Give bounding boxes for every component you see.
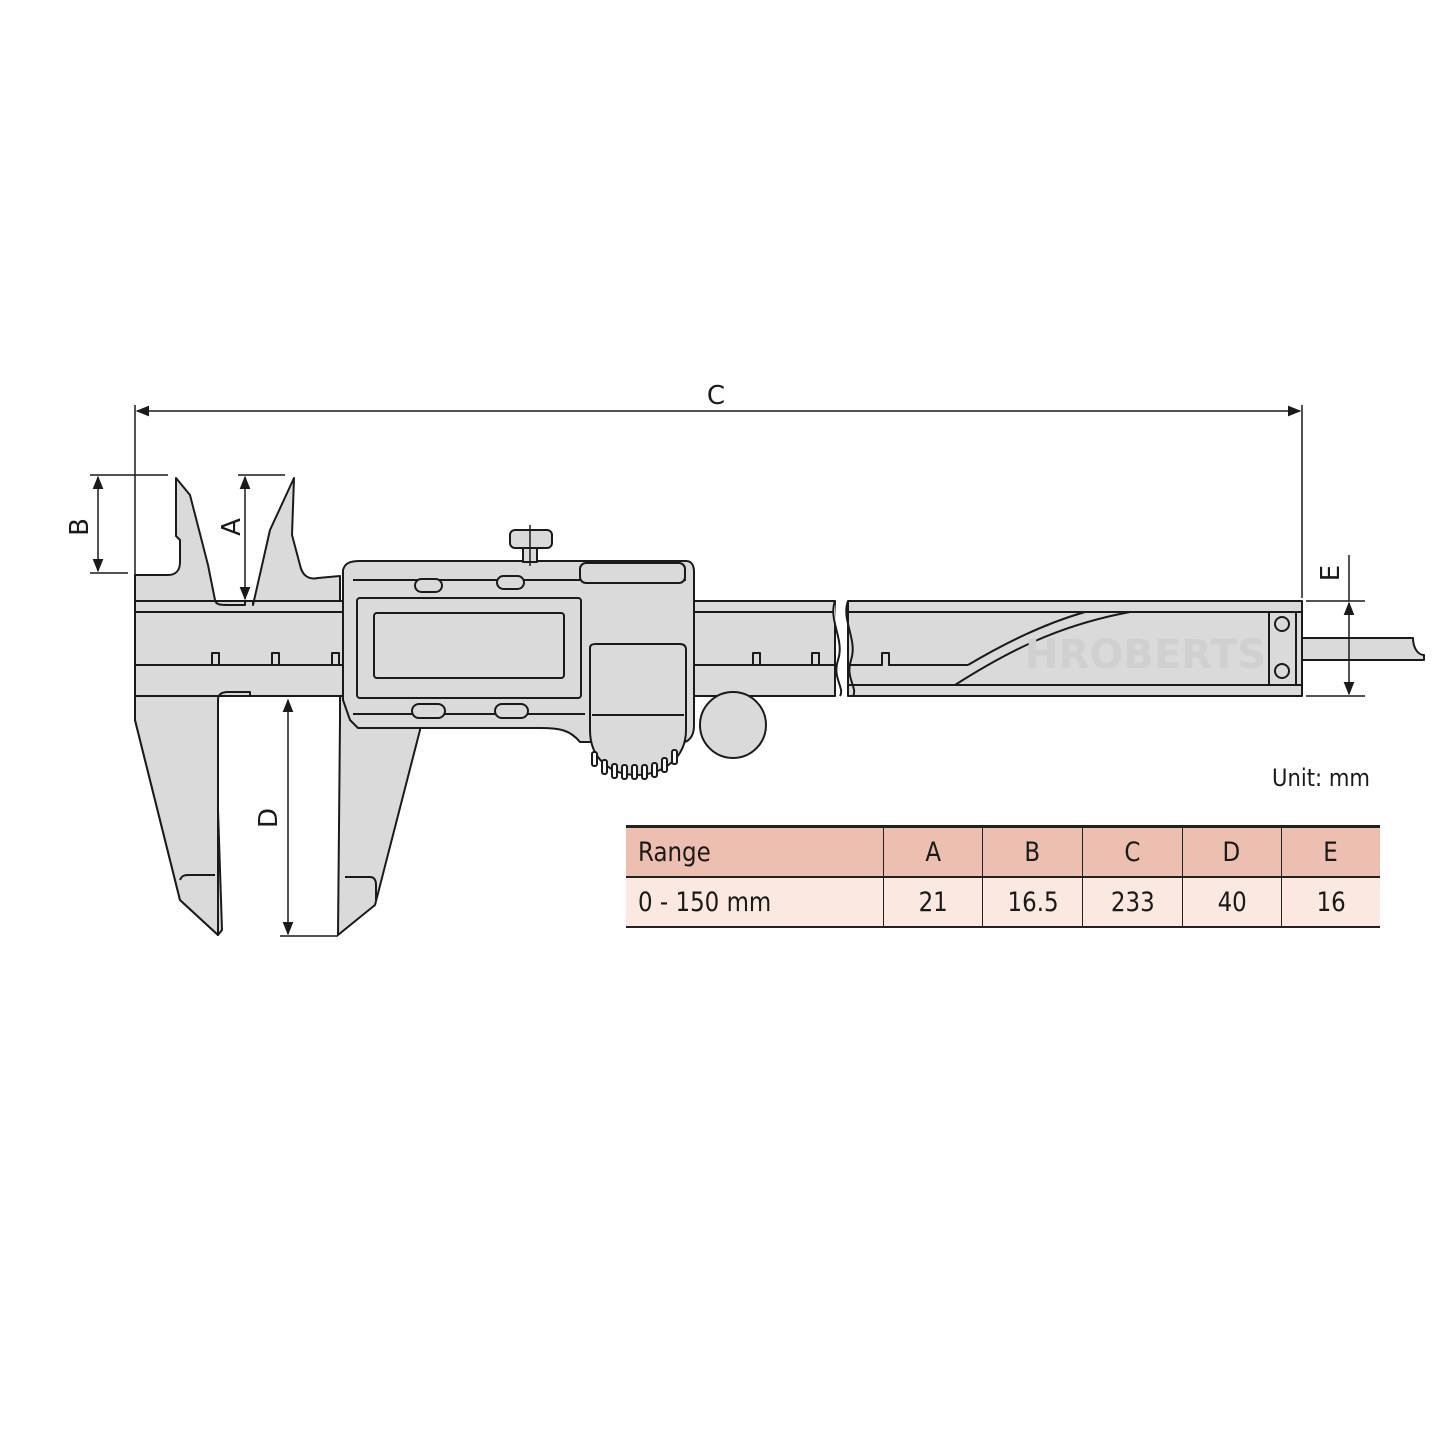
header-e: E (1280, 826, 1380, 878)
header-d: D (1181, 826, 1282, 878)
cell-range: 0 - 150 mm (638, 886, 772, 918)
dimension-label-a: A (217, 518, 247, 536)
cell-e: 16 (1280, 877, 1380, 927)
header-range: Range (626, 826, 884, 878)
header-a: A (883, 826, 983, 878)
unit-label: Unit: mm (1272, 764, 1370, 792)
watermark: HROBERTS (1025, 632, 1266, 678)
slider (252, 477, 767, 936)
header-c: C (1082, 826, 1183, 878)
fixed-jaw (134, 477, 251, 936)
dimension-label-d: D (254, 808, 284, 828)
dimension-label-e: E (1316, 565, 1346, 581)
cell-b: 16.5 (982, 877, 1083, 927)
dimension-label-b: B (65, 518, 95, 536)
cell-c: 233 (1082, 877, 1183, 927)
table-header-row: Range A B C D E (626, 826, 1380, 878)
dimension-lines (90, 405, 1365, 937)
header-b: B (982, 826, 1083, 878)
dimension-label-c: C (707, 381, 725, 411)
cell-d: 40 (1181, 877, 1282, 927)
spec-table: Range A B C D E 0 - 150 mm 21 16.5 233 4… (626, 825, 1380, 928)
table-row: 0 - 150 mm 21 16.5 233 40 16 (626, 877, 1380, 927)
cell-a: 21 (883, 877, 983, 927)
